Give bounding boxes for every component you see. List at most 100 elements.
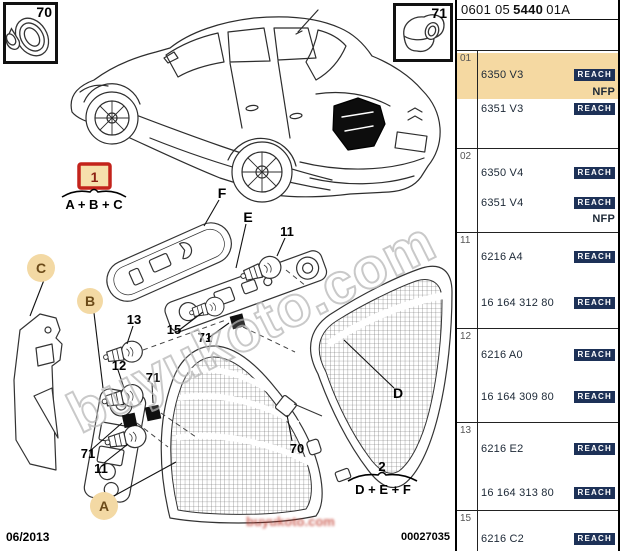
section-ref-number: 15: [460, 513, 472, 524]
reach-badge[interactable]: REACH: [573, 68, 615, 81]
panel-section-11: 11 6216 A4 REACH 16 164 312 80 REACH: [457, 232, 618, 328]
section-ref-number: 11: [460, 235, 471, 246]
group-2-formula: D + E + F: [355, 482, 411, 497]
part-A-lens: [160, 345, 323, 524]
part-number: 6350 V3: [481, 68, 524, 81]
catalog-code-part1: 0601 05: [461, 2, 511, 17]
part-number: 16 164 313 80: [481, 486, 554, 499]
column-divider: [477, 329, 478, 422]
inset-box-70: 70: [3, 2, 58, 64]
part-number: 6351 V3: [481, 102, 524, 115]
car-illustration: [70, 9, 441, 203]
catalog-code-part3: 01A: [546, 2, 571, 17]
callout-70: 70: [290, 441, 304, 456]
reach-badge[interactable]: REACH: [573, 348, 615, 361]
inset-box-71: 71: [393, 3, 453, 62]
part-row[interactable]: NFP: [481, 84, 615, 99]
column-divider: [477, 423, 478, 510]
callout-11-bottom: 11: [94, 461, 108, 476]
callout-15: 15: [167, 322, 181, 337]
label-D: D: [393, 385, 403, 401]
part-C-backing-plate: [13, 313, 63, 471]
reach-badge[interactable]: REACH: [573, 486, 615, 499]
section-ref-number: 01: [460, 53, 472, 64]
group-2-number: 2: [378, 459, 385, 474]
callout-11-top: 11: [280, 224, 294, 239]
panel-section-13: 13 6216 E2 REACH 16 164 313 80 REACH: [457, 422, 618, 510]
part-D-lamp: [309, 265, 453, 489]
letter-labels: F E D: [218, 185, 403, 401]
part-number: 16 164 312 80: [481, 296, 554, 309]
section-ref-number: 13: [460, 425, 472, 436]
part-row[interactable]: 16 164 309 80 REACH: [481, 389, 615, 404]
part-number: 16 164 309 80: [481, 390, 554, 403]
part-row[interactable]: 16 164 313 80 REACH: [481, 485, 615, 500]
reach-badge[interactable]: REACH: [573, 532, 615, 545]
label-C: C: [36, 260, 46, 276]
callout-71-c: 71: [81, 446, 95, 461]
part-number: 6216 C2: [481, 532, 524, 545]
grommet-icon: [5, 17, 50, 57]
citroen-chevrons-icon: [407, 107, 423, 121]
reach-badge[interactable]: REACH: [573, 102, 615, 115]
column-divider: [477, 149, 478, 232]
catalog-code-part2: 5440: [513, 2, 544, 17]
part-row[interactable]: 6350 V4 REACH: [481, 165, 615, 180]
clip-70: [274, 394, 298, 418]
column-divider: [477, 511, 478, 551]
fastener-squares-71: [121, 313, 246, 429]
callout-71-a: 71: [198, 330, 212, 345]
part-row[interactable]: 16 164 312 80 REACH: [481, 295, 615, 310]
label-F: F: [218, 185, 227, 201]
reach-badge[interactable]: REACH: [573, 296, 615, 309]
part-row[interactable]: 6216 A0 REACH: [481, 347, 615, 362]
callout-13: 13: [127, 312, 141, 327]
label-E: E: [243, 209, 252, 225]
reach-badge[interactable]: REACH: [573, 196, 615, 209]
group-1-formula: A + B + C: [65, 197, 123, 212]
part-number: 6216 E2: [481, 442, 524, 455]
part-row[interactable]: 6350 V3 REACH: [481, 67, 615, 82]
inset-70-label: 70: [36, 4, 52, 20]
reach-badge[interactable]: REACH: [573, 390, 615, 403]
panel-section-15: 15 6216 C2 REACH: [457, 510, 618, 551]
label-B: B: [85, 293, 95, 309]
part-row[interactable]: 6216 C2 REACH: [481, 531, 615, 546]
part-row[interactable]: 6351 V3 REACH: [481, 101, 615, 116]
clip-detail: [306, 438, 322, 456]
group-1-marker[interactable]: 1 A + B + C: [61, 162, 127, 212]
part-number: 6216 A0: [481, 348, 523, 361]
tail-lamp-highlight: [332, 97, 386, 151]
panel-section-01: 01 6350 V3 REACH NFP 6351 V3 REACH: [457, 50, 618, 148]
part-number: 6350 V4: [481, 166, 524, 179]
part-row[interactable]: NFP: [481, 211, 615, 226]
reach-badge[interactable]: REACH: [573, 442, 615, 455]
footer-drawing-number: 00027035: [401, 531, 450, 543]
part-row[interactable]: 6216 A4 REACH: [481, 249, 615, 264]
reach-badge[interactable]: REACH: [573, 250, 615, 263]
group-2-marker: 2 D + E + F: [347, 459, 418, 497]
part-number: 6216 A4: [481, 250, 523, 263]
exploded-parts: [13, 199, 453, 524]
exploded-diagram: 1 A + B + C 2 D + E + F C B A F E D 11: [13, 9, 453, 524]
circled-labels: C B A: [27, 254, 118, 520]
leader-lines: [29, 199, 395, 498]
inset-71-label: 71: [431, 5, 447, 21]
part-number: NFP: [592, 85, 615, 98]
part-number: 6351 V4: [481, 196, 524, 209]
group-1-number: 1: [91, 169, 99, 185]
label-A: A: [99, 498, 109, 514]
part-row[interactable]: 6216 E2 REACH: [481, 441, 615, 456]
callout-71-b: 71: [146, 370, 160, 385]
column-divider: [477, 233, 478, 328]
part-row[interactable]: 6351 V4 REACH: [481, 195, 615, 210]
reach-badge[interactable]: REACH: [573, 166, 615, 179]
footer-date: 06/2013: [6, 530, 50, 544]
column-divider: [477, 51, 478, 148]
nut-fastener-icon: [403, 14, 445, 53]
